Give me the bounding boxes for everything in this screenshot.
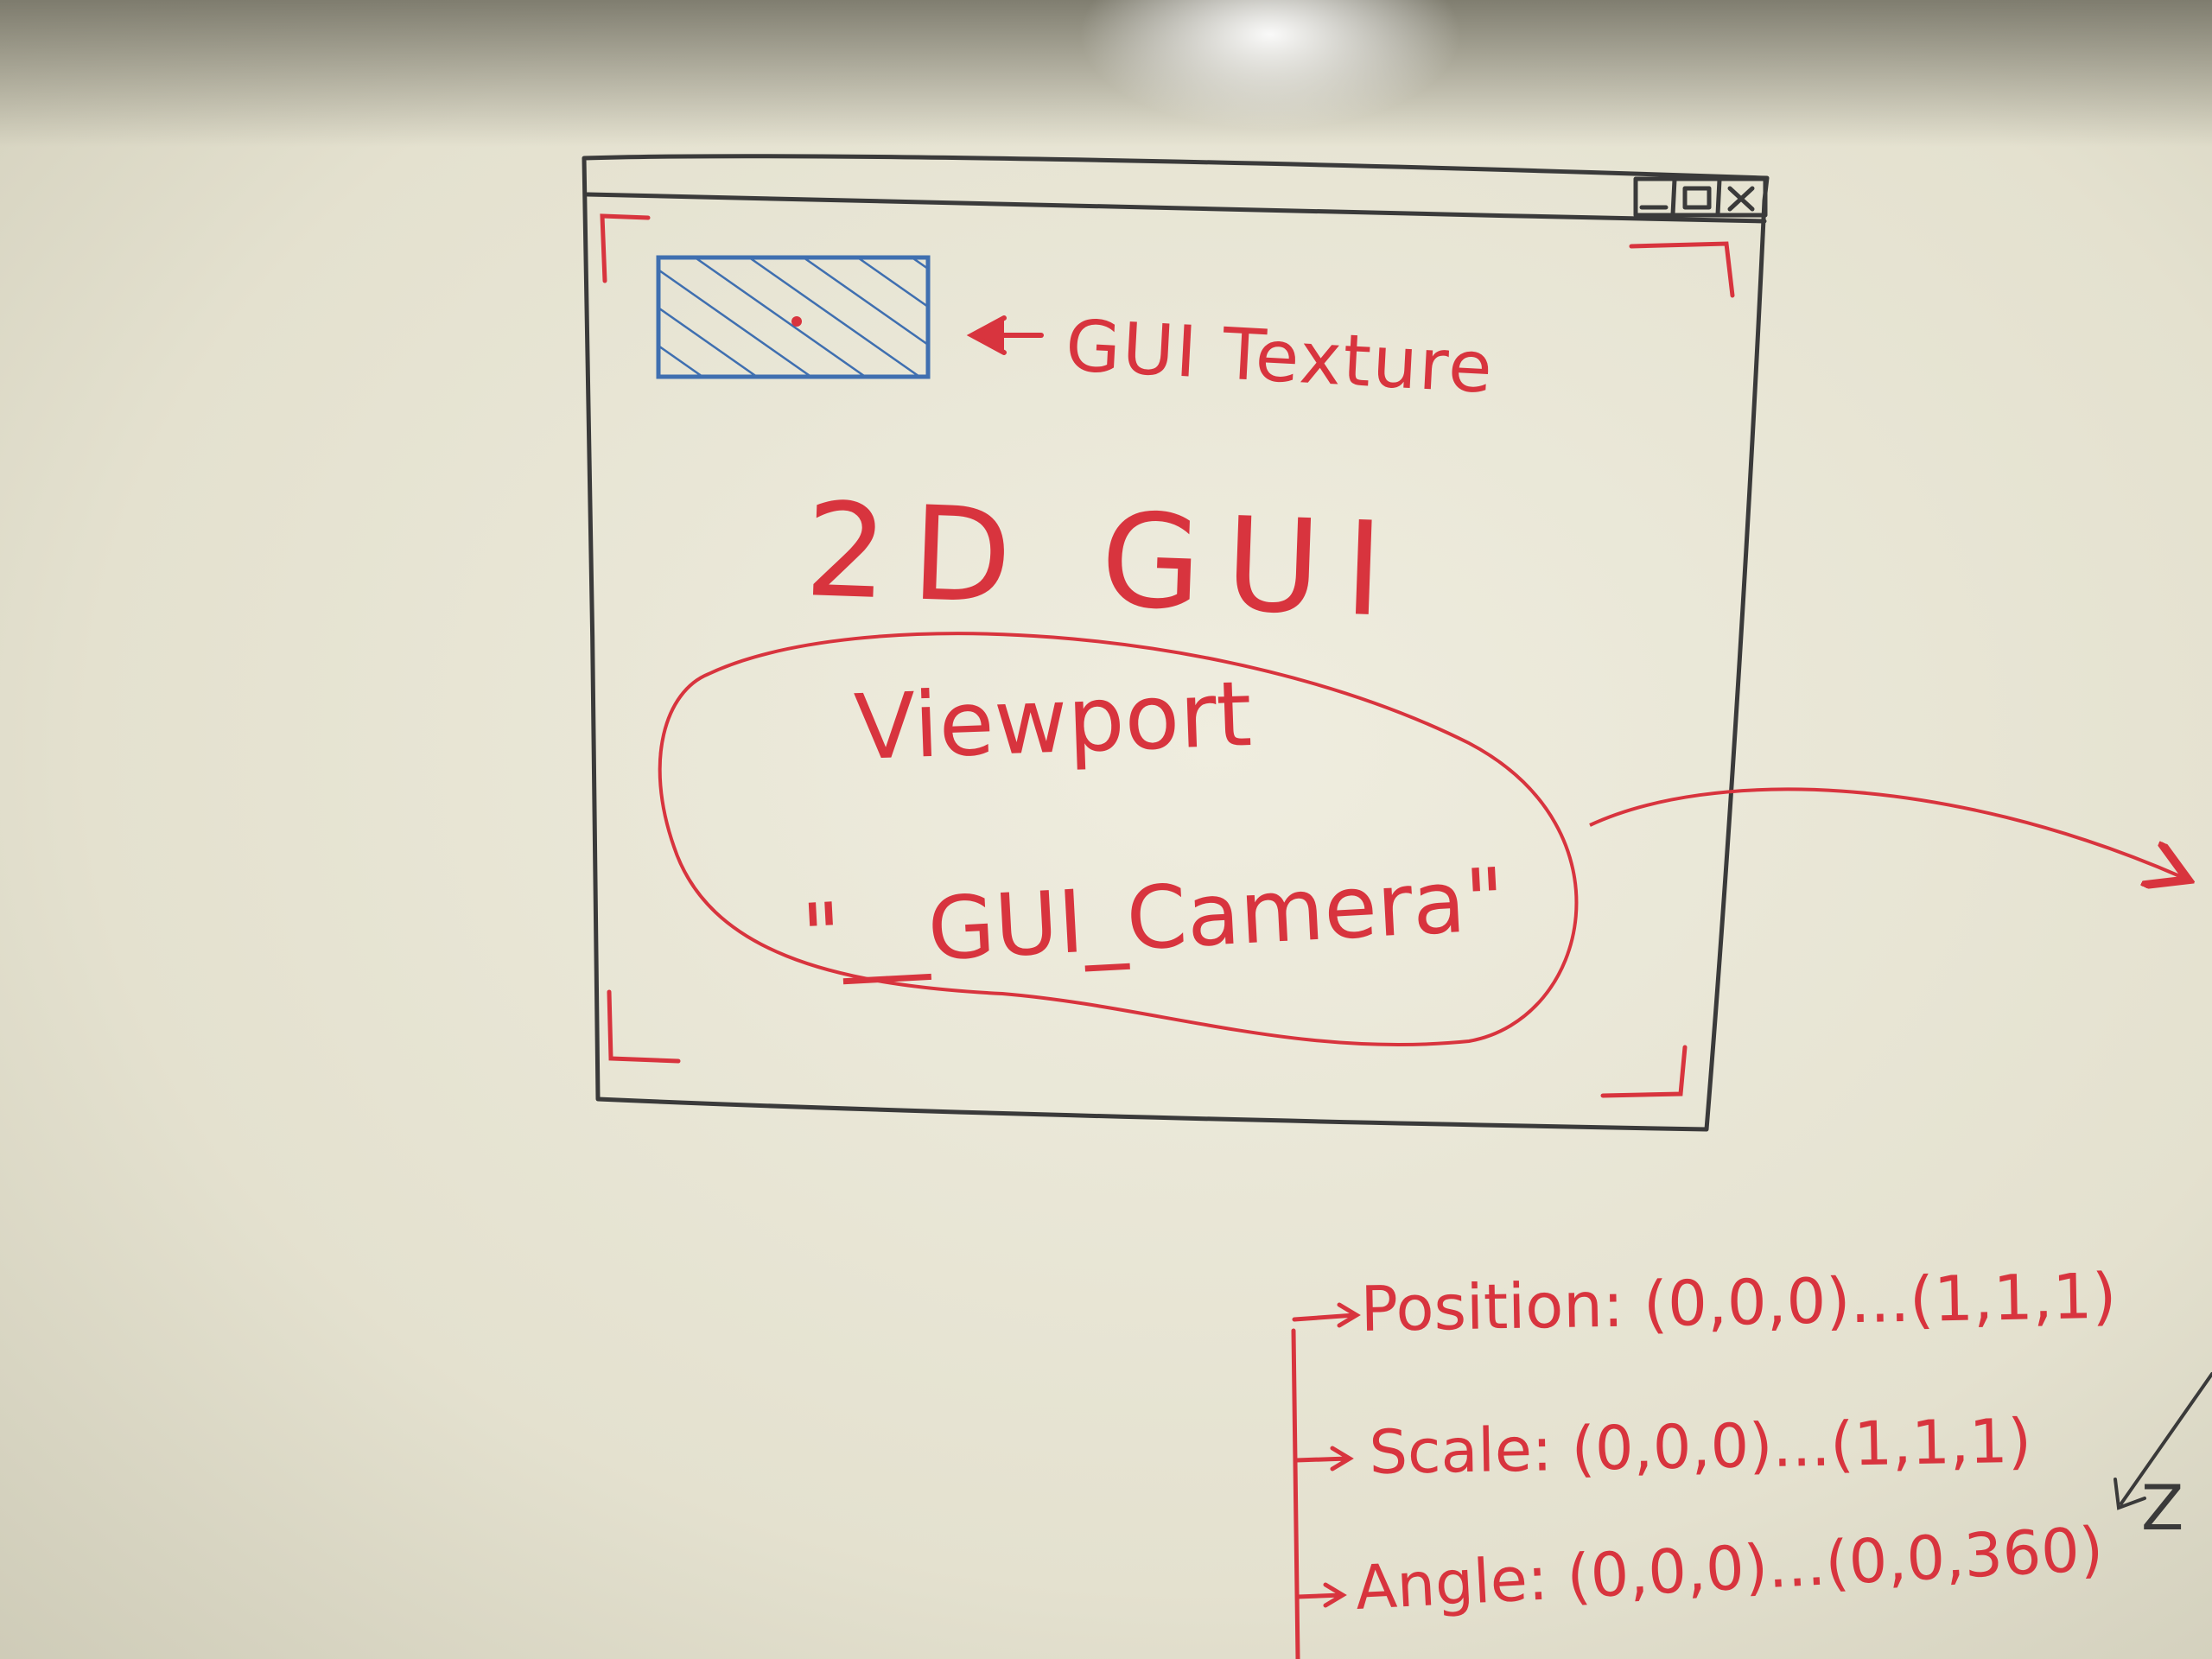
bracket-arrow-position [1292, 1302, 1361, 1328]
title-bar-line [585, 192, 1767, 224]
corner-bottom-right [1600, 1045, 1688, 1098]
gui-texture-sketch [656, 255, 931, 379]
sketched-window [582, 154, 1770, 1132]
corner-bottom-left [607, 989, 681, 1064]
light-glare [1080, 0, 1460, 130]
viewport-out-arrow [1589, 787, 2182, 877]
control-divider-2 [1715, 177, 1722, 217]
z-axis-label: Z [2141, 1471, 2183, 1544]
title-2d-gui: 2D GUI [803, 475, 1410, 646]
axis-sketch [2113, 1372, 2212, 1510]
corner-top-right [1629, 241, 1735, 298]
gui-texture-box [656, 255, 931, 379]
window-outline [582, 154, 1770, 1132]
bracket-vertical [1291, 1328, 1300, 1659]
maximize-icon [1682, 186, 1712, 210]
bracket-arrow-scale [1294, 1446, 1354, 1471]
bracket-arrow-angle [1295, 1582, 1347, 1608]
corner-top-left [600, 213, 651, 283]
gui-texture-center-dot [791, 316, 802, 327]
control-divider-1 [1670, 177, 1677, 217]
viewport-ellipse [658, 632, 1579, 1046]
property-scale: Scale: (0,0,0)...(1,1,1) [1369, 1406, 2032, 1488]
property-position: Position: (0,0,0)...(1,1,1) [1360, 1260, 2117, 1345]
properties-bracket [1291, 1302, 1361, 1659]
texture-label-arrow [966, 315, 1044, 355]
z-axis-arrowhead [2113, 1478, 2146, 1510]
z-axis-line [2120, 1372, 2212, 1505]
viewport-corners [600, 213, 1735, 1098]
window-controls [1633, 176, 1768, 218]
viewport-label: Viewport [853, 661, 1254, 780]
close-icon [1727, 186, 1755, 212]
